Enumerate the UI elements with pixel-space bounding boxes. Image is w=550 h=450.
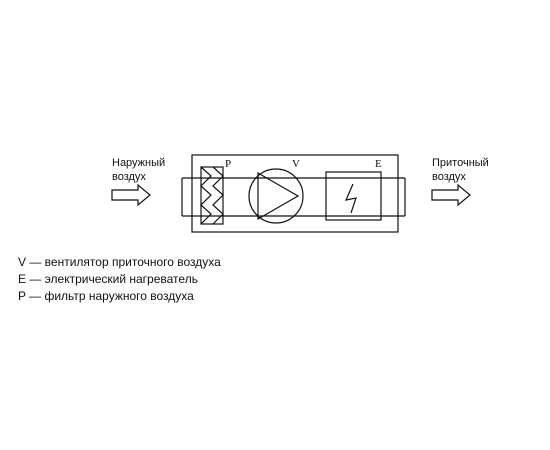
filter-letter: P <box>225 158 232 170</box>
heater-icon <box>325 171 382 221</box>
outlet-label-line2: воздух <box>432 171 466 183</box>
outlet-arrow-icon <box>431 183 471 207</box>
inlet-label-line1: Наружный <box>112 157 166 169</box>
fan-icon <box>248 168 304 224</box>
inlet-arrow-icon <box>111 183 151 207</box>
heater-letter: E <box>375 158 382 170</box>
outlet-label-line1: Приточный <box>432 157 489 169</box>
outlet-label: Приточный воздух <box>432 156 489 184</box>
legend-item-filter: P — фильтр наружного воздуха <box>18 289 194 303</box>
unit-housing <box>191 154 399 233</box>
inlet-label: Наружный воздух <box>112 156 165 184</box>
legend-item-fan: V — вентилятор приточного воздуха <box>18 255 221 269</box>
filter-icon <box>200 166 224 225</box>
legend-item-heater: E — электрический нагреватель <box>18 272 198 286</box>
inlet-label-line2: воздух <box>112 171 146 183</box>
fan-letter: V <box>292 158 300 170</box>
legend: V — вентилятор приточного воздуха E — эл… <box>18 254 221 305</box>
